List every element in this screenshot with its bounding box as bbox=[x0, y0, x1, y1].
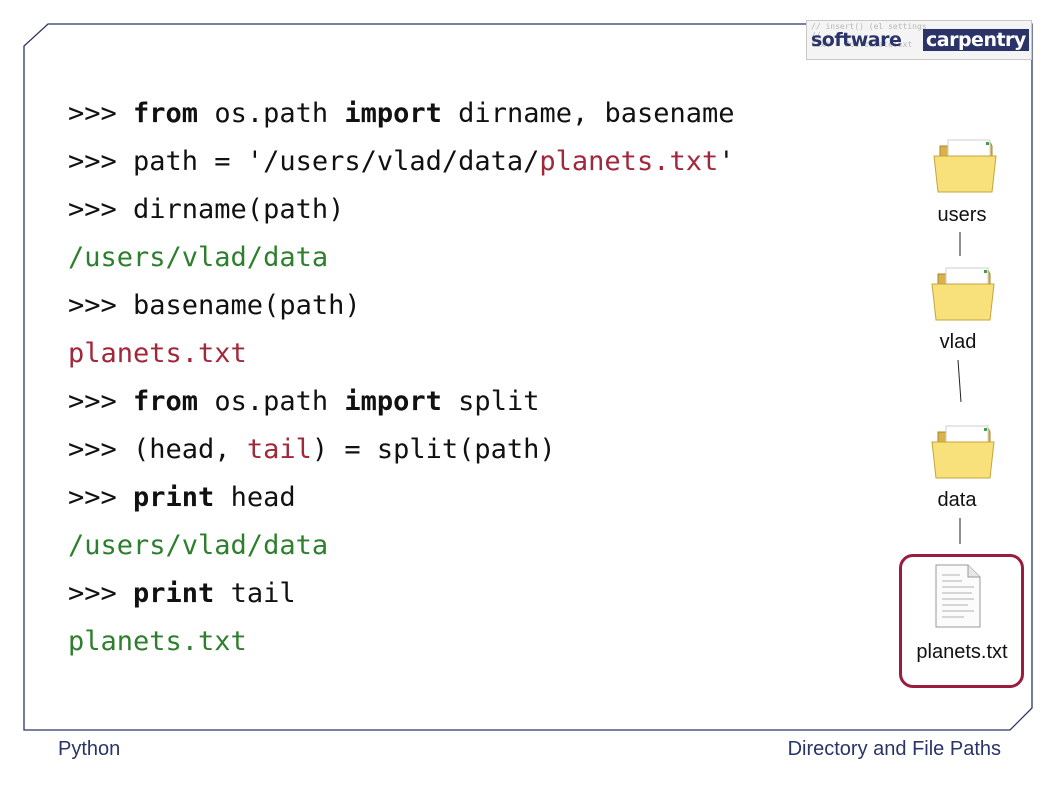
code-line: /users/vlad/data bbox=[68, 522, 735, 570]
logo-word-software: software bbox=[811, 29, 902, 51]
code-text: ' bbox=[718, 146, 735, 177]
footer-course-title: Python bbox=[58, 738, 121, 760]
logo-word-carpentry: carpentry bbox=[923, 29, 1029, 51]
code-keyword: from bbox=[133, 98, 199, 129]
code-output: /users/vlad/data bbox=[68, 242, 329, 273]
code-line: >>> (head, tail) = split(path) bbox=[68, 426, 735, 474]
software-carpentry-logo: // insert() (el settings // ... text = d… bbox=[806, 20, 1032, 60]
code-line: planets.txt bbox=[68, 330, 735, 378]
code-text: head bbox=[214, 482, 296, 513]
code-text: os.path bbox=[198, 98, 345, 129]
folder-icon bbox=[931, 425, 995, 479]
code-output: /users/vlad/data bbox=[68, 530, 329, 561]
code-output: planets.txt bbox=[539, 146, 719, 177]
code-listing: >>> from os.path import dirname, basenam… bbox=[68, 90, 735, 666]
code-text: >>> bbox=[68, 482, 134, 513]
code-text: >>> (head, bbox=[68, 434, 247, 465]
code-output: planets.txt bbox=[68, 626, 247, 657]
file-highlight-box bbox=[899, 554, 1024, 688]
tree-label-data: data bbox=[937, 489, 977, 511]
code-line: >>> from os.path import dirname, basenam… bbox=[68, 90, 735, 138]
code-line: >>> print head bbox=[68, 474, 735, 522]
logo-background-code: // insert() (el settings // ... text = d… bbox=[811, 22, 927, 49]
code-keyword: print bbox=[133, 578, 215, 609]
code-line: >>> dirname(path) bbox=[68, 186, 735, 234]
text-file-icon bbox=[935, 564, 981, 628]
code-text: tail bbox=[214, 578, 296, 609]
code-line: >>> from os.path import split bbox=[68, 378, 735, 426]
code-text: >>> dirname(path) bbox=[68, 194, 345, 225]
code-keyword: from bbox=[133, 386, 199, 417]
code-line: planets.txt bbox=[68, 618, 735, 666]
code-text: >>> bbox=[68, 386, 134, 417]
tree-label-users: users bbox=[937, 204, 987, 226]
code-keyword: print bbox=[133, 482, 215, 513]
folder-icon bbox=[931, 267, 995, 321]
code-line: /users/vlad/data bbox=[68, 234, 735, 282]
tree-connector-vlad-data bbox=[957, 359, 962, 403]
code-text: os.path bbox=[198, 386, 345, 417]
code-text: >>> bbox=[68, 578, 134, 609]
code-output: planets.txt bbox=[68, 338, 247, 369]
code-line: >>> path = '/users/vlad/data/planets.txt… bbox=[68, 138, 735, 186]
tree-label-planets-file: planets.txt bbox=[916, 641, 1008, 663]
code-keyword: import bbox=[344, 98, 442, 129]
footer-slide-topic: Directory and File Paths bbox=[787, 738, 1001, 760]
folder-icon bbox=[933, 139, 997, 193]
code-text: ) = split(path) bbox=[311, 434, 556, 465]
code-line: >>> basename(path) bbox=[68, 282, 735, 330]
tree-label-vlad: vlad bbox=[939, 331, 977, 353]
code-text: >>> basename(path) bbox=[68, 290, 361, 321]
code-line: >>> print tail bbox=[68, 570, 735, 618]
code-text: dirname, basename bbox=[441, 98, 735, 129]
code-text: split bbox=[441, 386, 540, 417]
code-text: >>> bbox=[68, 98, 134, 129]
code-keyword: import bbox=[344, 386, 442, 417]
code-text: >>> path = '/users/vlad/data/ bbox=[68, 146, 540, 177]
code-output: tail bbox=[246, 434, 312, 465]
